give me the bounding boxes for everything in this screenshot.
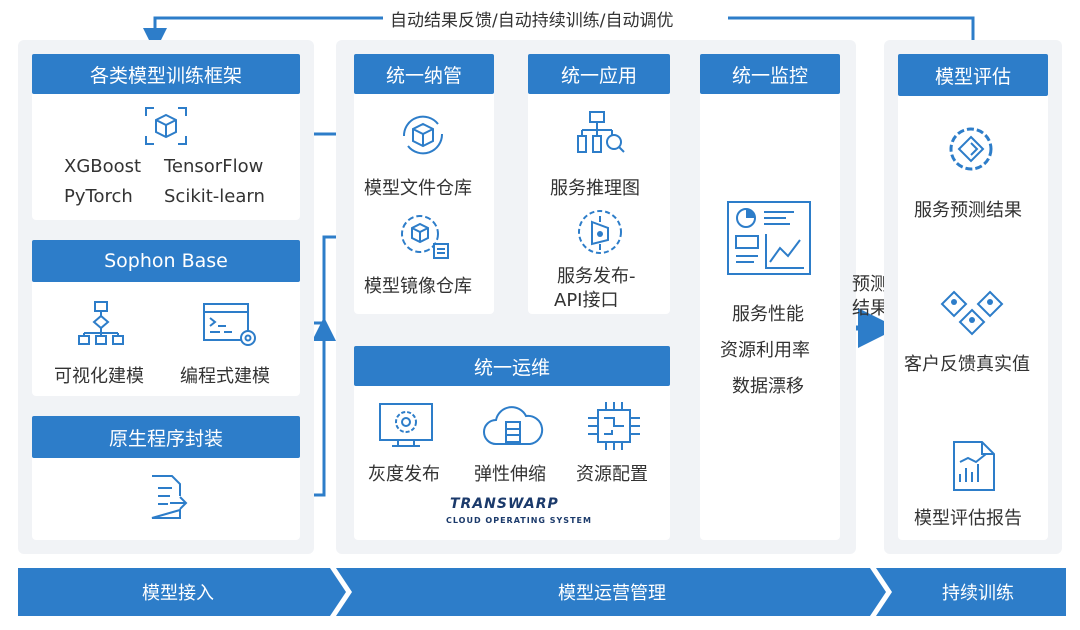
- transwarp-logo: TRANSWARP: [450, 496, 559, 512]
- api-interface-label: API接口: [554, 290, 619, 311]
- management-card: [354, 54, 494, 314]
- gear-box-icon: [401, 215, 449, 259]
- band-model-ops: [336, 568, 886, 616]
- document-export-icon: [151, 475, 188, 519]
- framework-tensorflow: TensorFlow: [164, 156, 264, 177]
- dashboard-icon: [727, 201, 811, 275]
- customer-feedback-label: 客户反馈真实值: [904, 354, 1030, 375]
- sophon-title: Sophon Base: [32, 240, 300, 282]
- band-continuous-training: [876, 568, 1066, 616]
- model-image-repo-label: 模型镜像仓库: [364, 276, 472, 297]
- framework-scikit-learn: Scikit-learn: [164, 186, 265, 207]
- gray-release-label: 灰度发布: [368, 464, 440, 485]
- monitoring-title: 统一监控: [700, 54, 840, 94]
- elastic-scaling-label: 弹性伸缩: [474, 464, 546, 485]
- management-title: 统一纳管: [354, 54, 494, 94]
- publish-icon: [578, 210, 622, 254]
- model-file-repo-label: 模型文件仓库: [364, 178, 472, 199]
- native-title: 原生程序封装: [32, 416, 300, 458]
- inference-graph-label: 服务推理图: [550, 178, 640, 199]
- frameworks-title: 各类模型训练框架: [32, 54, 300, 94]
- data-drift-label: 数据漂移: [732, 376, 804, 397]
- application-card: [528, 54, 670, 314]
- resource-utilization-label: 资源利用率: [720, 340, 810, 361]
- band-label-model-ops: 模型运营管理: [558, 583, 666, 604]
- application-title: 统一应用: [528, 54, 670, 94]
- prediction-label-line2: 结果: [852, 298, 888, 319]
- transwarp-tagline: CLOUD OPERATING SYSTEM: [446, 516, 592, 525]
- monitor-gear-icon: [379, 403, 433, 447]
- band-model-access: [18, 568, 346, 616]
- customer-network-icon: [940, 290, 1004, 336]
- inference-graph-icon: [577, 111, 625, 153]
- code-window-icon: [203, 303, 256, 346]
- prediction-label-line1: 预测: [852, 274, 888, 295]
- resource-config-label: 资源配置: [576, 464, 648, 485]
- band-label-model-access: 模型接入: [142, 583, 214, 604]
- visual-modeling-label: 可视化建模: [54, 366, 144, 387]
- monitoring-card: [700, 54, 840, 540]
- box-cycle-icon: [402, 115, 444, 155]
- service-prediction-result-label: 服务预测结果: [914, 200, 1022, 221]
- feedback-loop-label: 自动结果反馈/自动持续训练/自动调优: [386, 6, 678, 31]
- operations-title: 统一运维: [354, 346, 670, 386]
- cloud-server-icon: [483, 406, 544, 445]
- cube-scan-icon: [145, 107, 187, 145]
- gear-diamond-icon: [949, 127, 993, 171]
- chip-icon: [588, 402, 640, 450]
- evaluation-title: 模型评估: [898, 54, 1048, 96]
- flowchart-icon: [78, 301, 124, 345]
- evaluation-report-label: 模型评估报告: [914, 508, 1022, 529]
- code-modeling-label: 编程式建模: [180, 366, 270, 387]
- framework-xgboost: XGBoost: [64, 156, 142, 177]
- service-publish-label: 服务发布-: [557, 266, 636, 287]
- evaluation-card: [898, 54, 1048, 540]
- report-icon: [953, 441, 995, 491]
- framework-pytorch: PyTorch: [64, 186, 133, 207]
- band-label-continuous-training: 持续训练: [942, 583, 1014, 604]
- service-performance-label: 服务性能: [732, 304, 804, 325]
